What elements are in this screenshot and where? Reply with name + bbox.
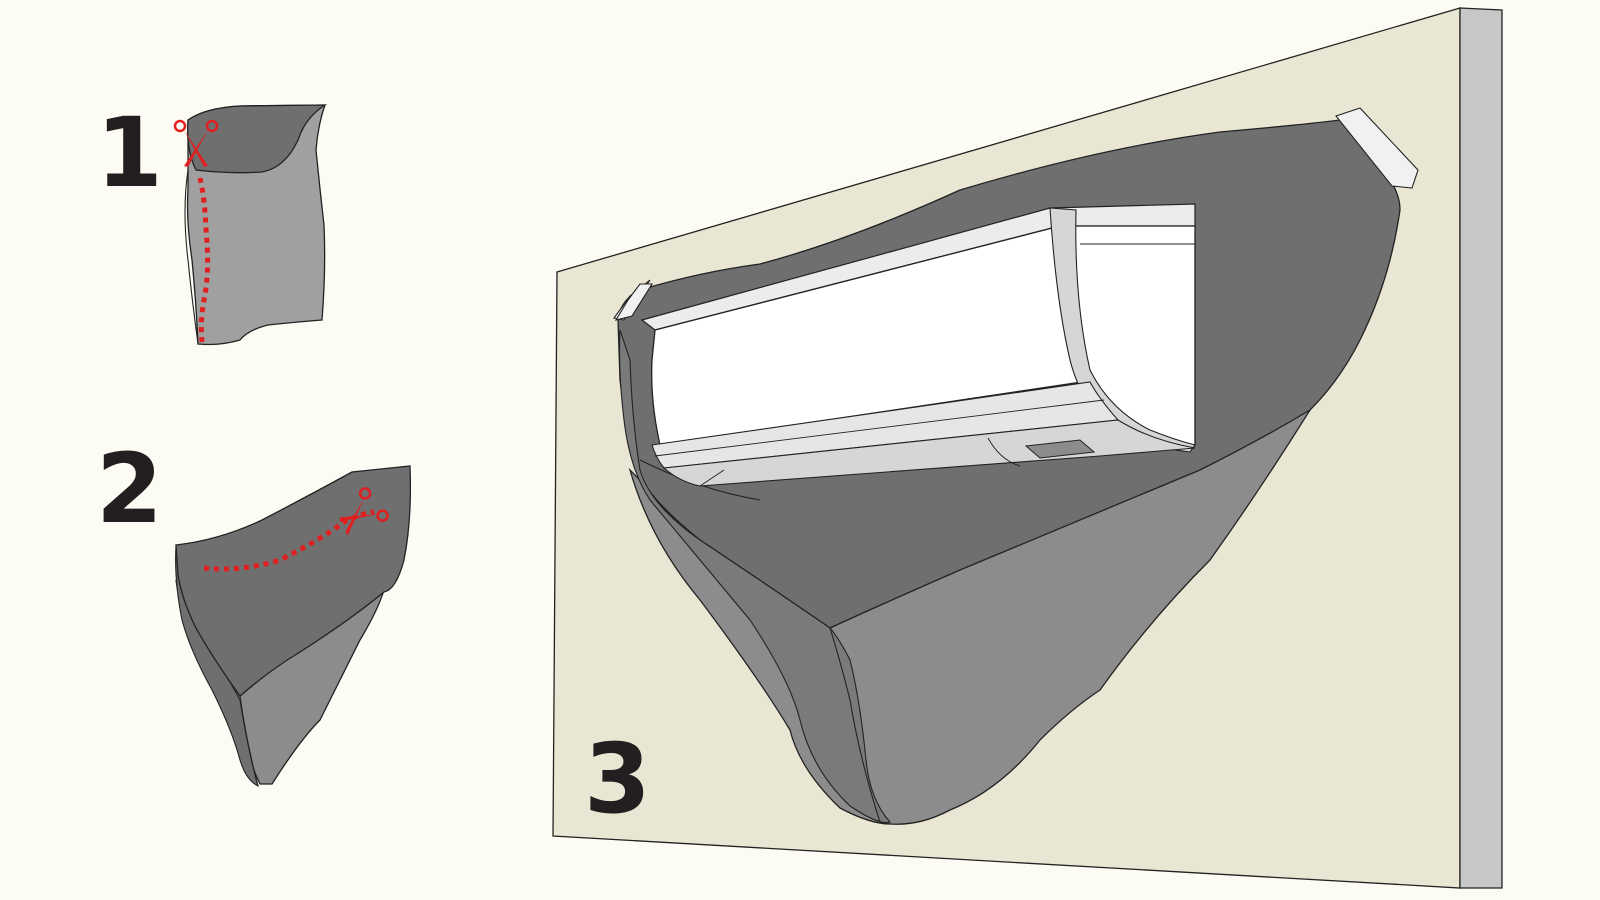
wall-edge <box>1459 7 1503 889</box>
scissors-icon <box>339 487 389 536</box>
scissors-icon <box>173 119 219 167</box>
air-conditioner-unit <box>640 203 1196 487</box>
step-3: 3 <box>552 7 1503 889</box>
step-2-number: 2 <box>96 433 163 545</box>
step-1-cut-line <box>197 177 211 343</box>
step-2-bag <box>175 465 412 788</box>
tape-strip <box>1335 107 1419 189</box>
step-3-number: 3 <box>584 723 651 835</box>
ac-display-window <box>1024 439 1096 459</box>
tape-strip <box>613 279 653 321</box>
step-1: 1 <box>96 97 328 346</box>
step-1-number: 1 <box>96 97 163 209</box>
step-1-bag <box>184 104 328 346</box>
step-2: 2 <box>96 433 412 788</box>
step-2-cut-line <box>203 509 375 572</box>
ac-bottom <box>662 419 1196 487</box>
